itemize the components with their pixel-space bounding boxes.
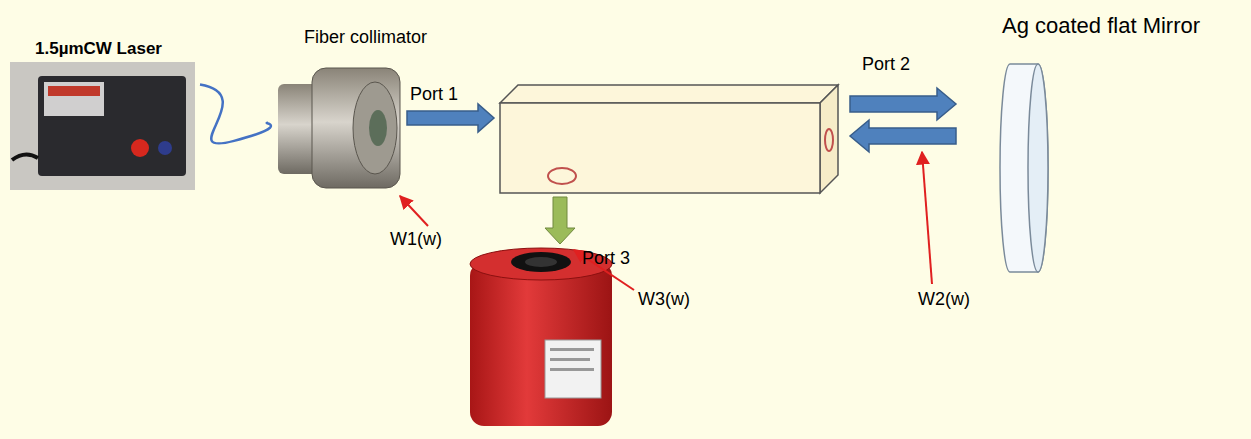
component-title: Fiber collimator (304, 26, 427, 49)
mirror (1000, 64, 1048, 272)
beam-arrow (850, 120, 956, 152)
component-node: Ag coated flat Mirror (990, 12, 1242, 276)
beam-arrow (850, 88, 956, 120)
component-title: 1.5µmCW Laser (35, 38, 162, 59)
component-node: 1.5µmCW Laser (10, 38, 200, 193)
leader-arrow (922, 152, 932, 284)
beam-arrow (407, 104, 494, 132)
port-label: W1(w) (388, 228, 444, 250)
fiber-cable (200, 85, 271, 144)
laser-photo (10, 62, 195, 190)
component-node: Fiber collimator (268, 26, 443, 193)
component-title: Ag coated flat Mirror (1002, 12, 1200, 40)
port-label: Port 3 (580, 247, 632, 269)
beam-arrow (545, 197, 575, 244)
port-label: Port 1 (408, 83, 460, 105)
power-meter (470, 248, 612, 426)
port-label: W2(w) (916, 288, 972, 310)
optical-box (500, 85, 838, 193)
collimator-photo (278, 68, 400, 188)
leader-arrow (400, 196, 428, 226)
port-label: W3(w) (636, 288, 692, 310)
port-label: Port 2 (860, 53, 912, 75)
